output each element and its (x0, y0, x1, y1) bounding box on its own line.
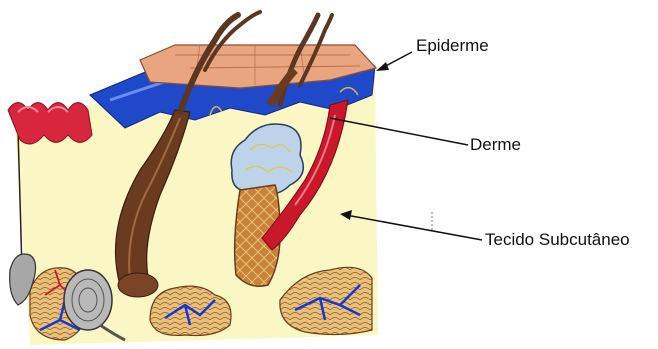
label-dermis: Derme (470, 135, 521, 155)
label-epidermis: Epiderme (416, 36, 489, 56)
label-subcutaneous: Tecido Subcutâneo (485, 230, 630, 250)
